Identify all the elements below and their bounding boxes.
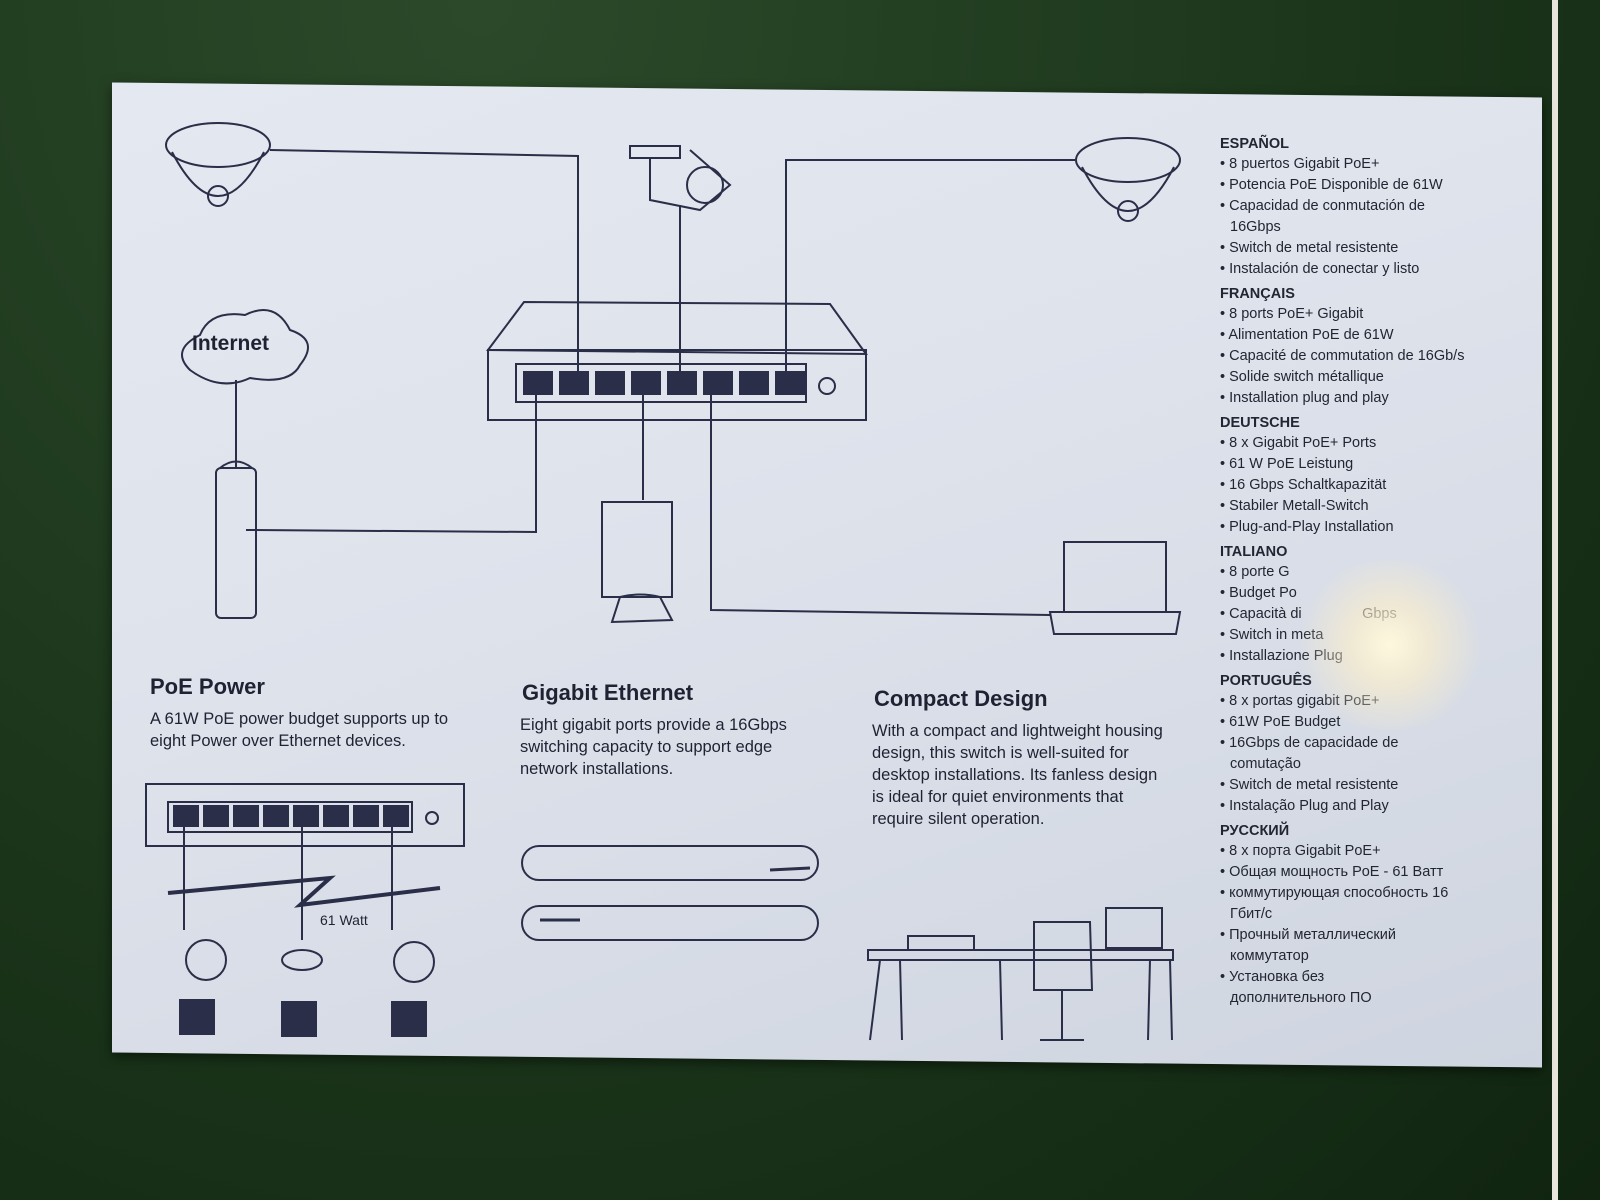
language-specs: ESPAÑOL 8 puertos Gigabit PoE+ Potencia … [1220,130,1510,1009]
feature-text-gigabit: Eight gigabit ports provide a 16Gbps swi… [520,716,787,778]
desk-icon [867,907,1174,1041]
lang-item: 61W PoE Budget [1220,712,1510,733]
lang-item: Budget Po [1220,583,1510,604]
lang-heading: PORTUGUÊS [1220,673,1312,689]
lang-item: Capacità di Gbps [1220,604,1510,625]
lang-heading: FRANÇAIS [1220,286,1295,302]
bullet-camera-icon [629,145,732,212]
lang-item: 16 Gbps Schaltkapazität [1220,475,1510,496]
lang-item: 8 porte G [1220,562,1510,583]
lang-item: Installation plug and play [1220,388,1510,409]
chair-icon [1033,921,1094,1041]
lang-item: Potencia PoE Disponible de 61W [1220,175,1510,196]
feature-title-compact: Compact Design [874,686,1048,711]
lang-item: Capacité de commutation de 16Gb/s [1220,346,1510,367]
lang-item: 8 x порта Gigabit PoE+ [1220,841,1510,862]
poe-device-icons [179,939,435,1037]
lang-item: Прочный металлический коммутатор [1220,925,1430,967]
feature-title-poe: PoE Power [150,674,265,699]
lang-item: 16Gbps de capacidade de comutação [1220,733,1420,775]
lang-item: 8 x portas gigabit PoE+ [1220,691,1510,712]
switch-front-icon [145,783,465,847]
dome-camera-icon [1075,137,1181,222]
dome-camera-icon [165,122,271,207]
watt-label: 61 Watt [320,912,368,928]
lang-heading: РУССКИЙ [1220,823,1290,839]
lightning-icon [167,875,441,908]
switch-icon [486,300,868,421]
lang-item: Switch de metal resistente [1220,775,1510,796]
lang-item: Plug-and-Play Installation [1220,517,1510,538]
laptop-icon [1048,541,1182,635]
lang-section: FRANÇAIS 8 ports PoE+ Gigabit Alimentati… [1220,286,1510,409]
lang-item: 61 W PoE Leistung [1220,454,1510,475]
lang-heading: ITALIANO [1220,544,1288,560]
lang-heading: DEUTSCHE [1220,415,1300,431]
lang-item: 8 ports PoE+ Gigabit [1220,304,1510,325]
game-console-icon [601,501,674,624]
lang-item: 8 x Gigabit PoE+ Ports [1220,433,1510,454]
white-edge [1552,0,1558,1200]
feature-text-poe: A 61W PoE power budget supports up to ei… [150,710,449,750]
feature-text-compact: With a compact and lightweight housing d… [872,722,1163,828]
lang-item: Alimentation PoE de 61W [1220,325,1510,346]
feature-title-gigabit: Gigabit Ethernet [522,680,694,705]
lang-item: Capacidad de conmutación de 16Gbps [1220,196,1440,238]
lang-section: ITALIANO 8 porte G Budget Po Capacità di… [1220,544,1510,667]
lang-item: коммутирующая способность 16 Гбит/с [1220,883,1470,925]
cloud-icon [181,309,309,385]
lang-heading: ESPAÑOL [1220,136,1290,152]
lang-item: Stabiler Metall-Switch [1220,496,1510,517]
lang-item: Instalação Plug and Play [1220,796,1510,817]
router-icon [215,460,257,619]
lang-section: PORTUGUÊS 8 x portas gigabit PoE+ 61W Po… [1220,673,1510,817]
lang-item: Общая мощность PoE - 61 Ватт [1220,862,1510,883]
lang-section: DEUTSCHE 8 x Gigabit PoE+ Ports 61 W PoE… [1220,415,1510,538]
lang-item: Installazione Plug [1220,646,1510,667]
lang-section: РУССКИЙ 8 x порта Gigabit PoE+ Общая мощ… [1220,823,1510,1009]
lang-section: ESPAÑOL 8 puertos Gigabit PoE+ Potencia … [1220,136,1510,280]
lang-item: 8 puertos Gigabit PoE+ [1220,154,1510,175]
data-pipe-icon [521,845,819,941]
internet-label: Internet [192,332,270,355]
lang-item: Solide switch métallique [1220,367,1510,388]
lang-item: Установка без дополнительного ПО [1220,967,1410,1009]
lang-item: Switch de metal resistente [1220,238,1510,259]
lang-item: Switch in meta [1220,625,1510,646]
lang-item: Instalación de conectar y listo [1220,259,1510,280]
